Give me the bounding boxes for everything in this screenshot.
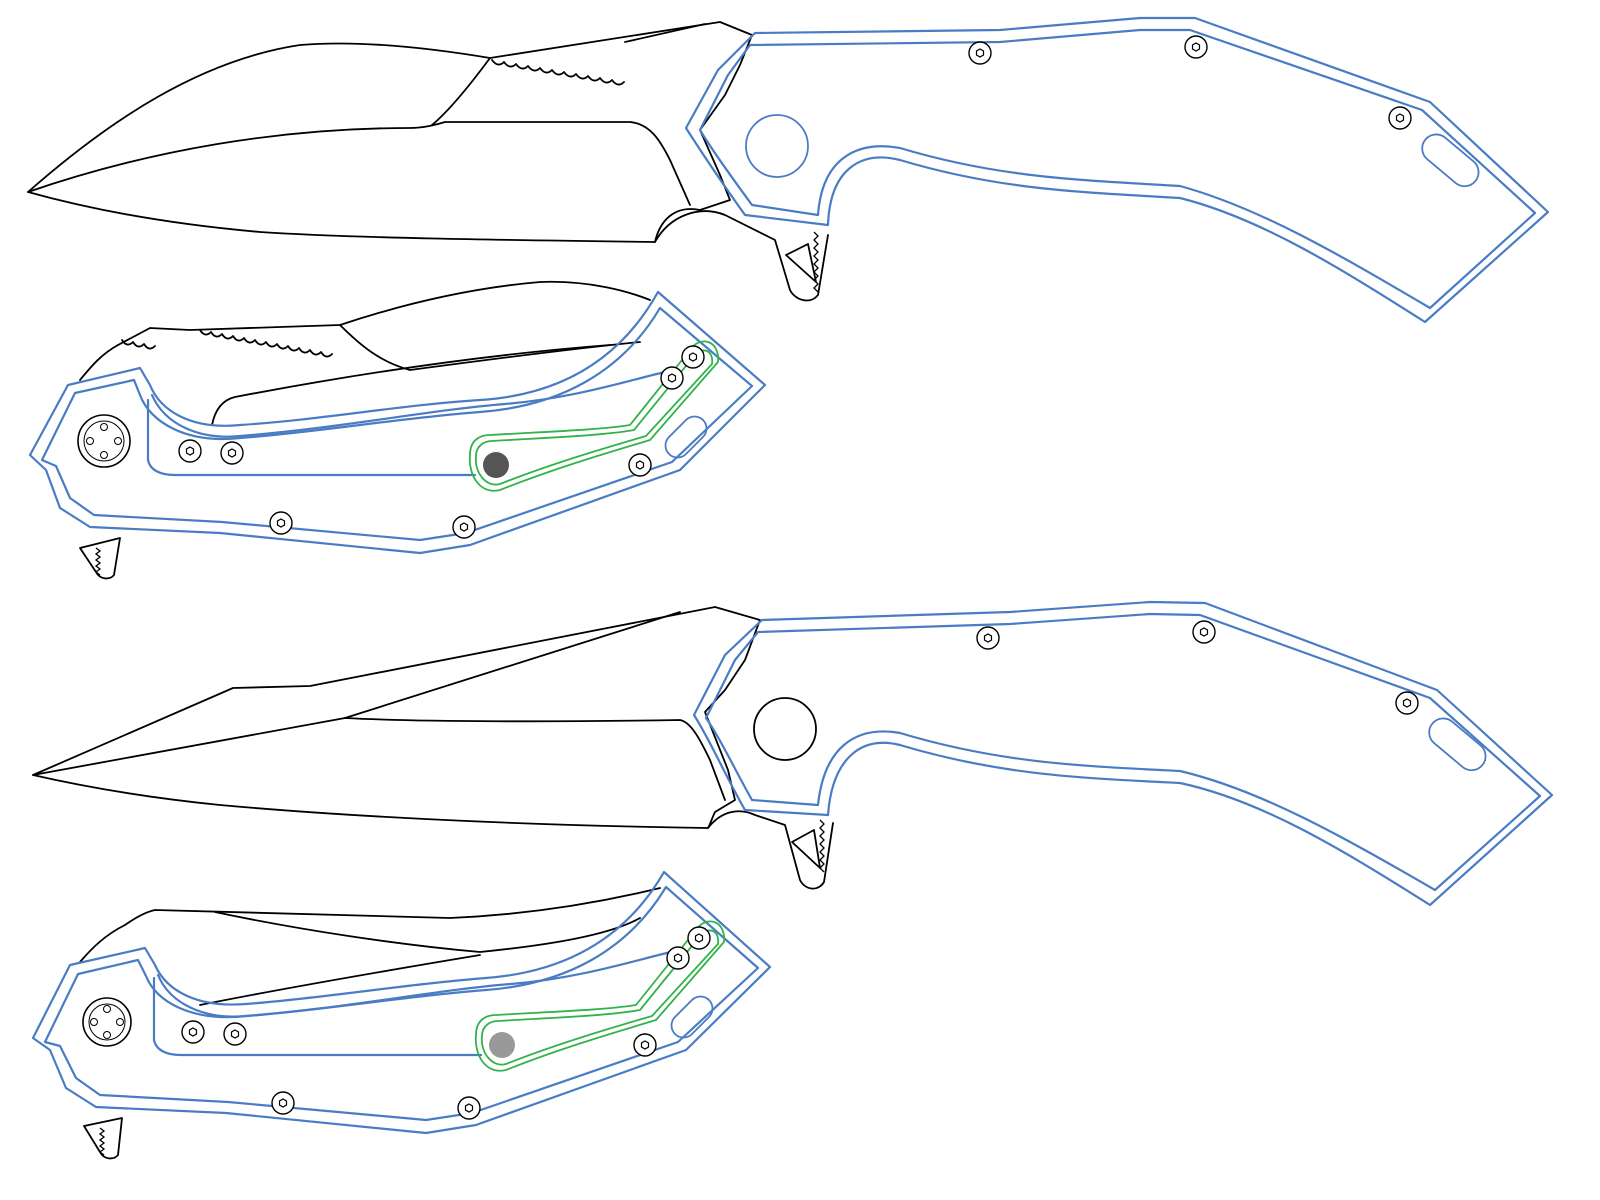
torx-screw-icon xyxy=(1388,106,1412,130)
lanyard-slot-icon xyxy=(1428,717,1487,772)
pivot-icon xyxy=(82,997,132,1047)
torx-screw-icon xyxy=(223,1022,247,1046)
torx-screw-icon xyxy=(666,946,690,970)
handle-scale xyxy=(31,870,772,1135)
thumb-hole-icon xyxy=(753,697,817,761)
torx-screw-icon xyxy=(1184,35,1208,59)
torx-screw-icon xyxy=(968,41,992,65)
torx-screw-icon xyxy=(687,926,711,950)
torx-screw-icon xyxy=(1395,691,1419,715)
blade xyxy=(27,21,829,302)
blade xyxy=(79,887,661,1160)
wharncliffe-blade-open xyxy=(27,16,1550,324)
lanyard-slot-icon xyxy=(664,415,708,459)
thumb-hole-icon xyxy=(745,114,809,178)
torx-screw-icon xyxy=(178,439,202,463)
flipper-tab-icon xyxy=(791,829,821,869)
torx-screw-icon xyxy=(457,1096,481,1120)
pivot-icon xyxy=(489,1032,515,1058)
flipper-tab-icon xyxy=(785,243,817,283)
torx-screw-icon xyxy=(660,366,684,390)
torx-screw-icon xyxy=(452,515,476,539)
torx-screw-icon xyxy=(976,626,1000,650)
torx-screw-icon xyxy=(628,453,652,477)
drop-point-blade-closed xyxy=(31,870,772,1160)
torx-screw-icon xyxy=(681,345,705,369)
handle-scale xyxy=(28,290,767,555)
wharncliffe-blade-closed xyxy=(28,280,767,580)
lanyard-slot-icon xyxy=(1421,133,1480,188)
torx-screw-icon xyxy=(271,1091,295,1115)
torx-screw-icon xyxy=(633,1033,657,1057)
handle-scale xyxy=(684,16,1550,324)
pivot-icon xyxy=(483,452,509,478)
torx-screw-icon xyxy=(220,441,244,465)
lanyard-slot-icon xyxy=(670,995,714,1039)
blade xyxy=(79,280,651,580)
blade xyxy=(32,606,834,890)
drop-point-blade-open xyxy=(32,600,1554,907)
flipper-tab-icon xyxy=(79,537,121,580)
torx-screw-icon xyxy=(181,1020,205,1044)
torx-screw-icon xyxy=(1192,620,1216,644)
pivot-icon xyxy=(77,414,131,468)
torx-screw-icon xyxy=(269,511,293,535)
handle-scale xyxy=(692,600,1554,907)
